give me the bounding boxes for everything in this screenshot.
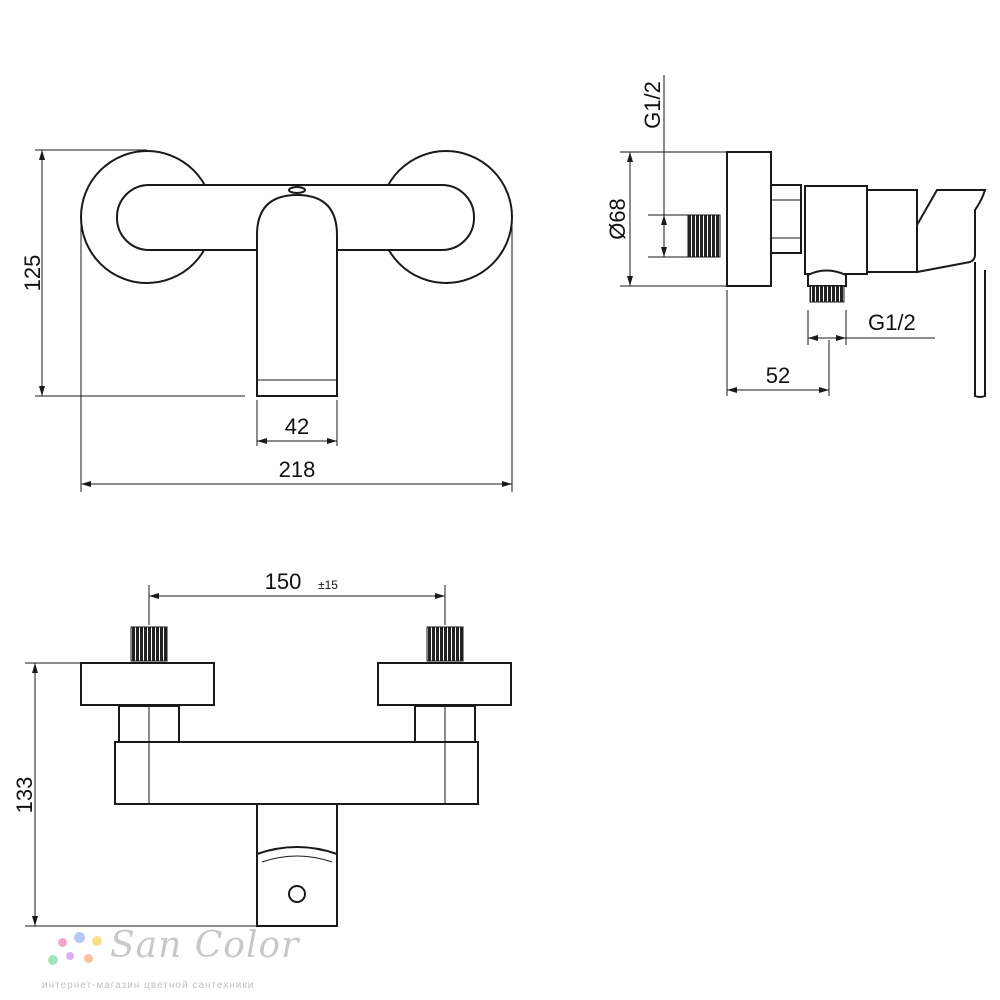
side-view: G1/2 Ø68 G1/2 52: [605, 75, 987, 398]
dim-inlet-tolerance: ±15: [318, 578, 338, 592]
logo-dot: [66, 952, 74, 960]
bottom-body: [114, 741, 479, 805]
right-inlet-thread: [426, 626, 464, 662]
logo-dot: [92, 936, 102, 946]
outlet-hole: [288, 885, 306, 903]
logo-dot: [58, 938, 67, 947]
logo-dot: [74, 932, 85, 943]
dim-side-thread-top: G1/2: [640, 81, 665, 129]
brand-name: San Color: [110, 925, 300, 966]
dim-side-depth: 52: [766, 363, 790, 388]
bottom-view: 150 ±15 133: [12, 569, 512, 927]
left-inlet-thread: [130, 626, 168, 662]
brand-tagline: интернет-магазин цветной сантехники: [42, 980, 255, 991]
right-flange-bottom: [377, 662, 512, 706]
side-thread: [687, 214, 721, 258]
dim-inlet-spacing: 150: [265, 569, 302, 594]
dim-bottom-height: 133: [12, 777, 37, 814]
dim-side-thread-bottom: G1/2: [868, 310, 916, 335]
dim-total-width: 218: [279, 457, 316, 482]
spout: [256, 193, 338, 397]
left-flange-bottom: [80, 662, 215, 706]
dim-flange-diameter: Ø68: [605, 198, 630, 240]
dim-spout-width: 42: [285, 414, 309, 439]
logo-dot: [84, 954, 93, 963]
side-body: [804, 185, 868, 275]
dim-front-height: 125: [20, 255, 45, 292]
logo-dot: [48, 955, 58, 965]
side-flange: [726, 151, 772, 287]
front-view: 125 42 218: [20, 149, 513, 492]
